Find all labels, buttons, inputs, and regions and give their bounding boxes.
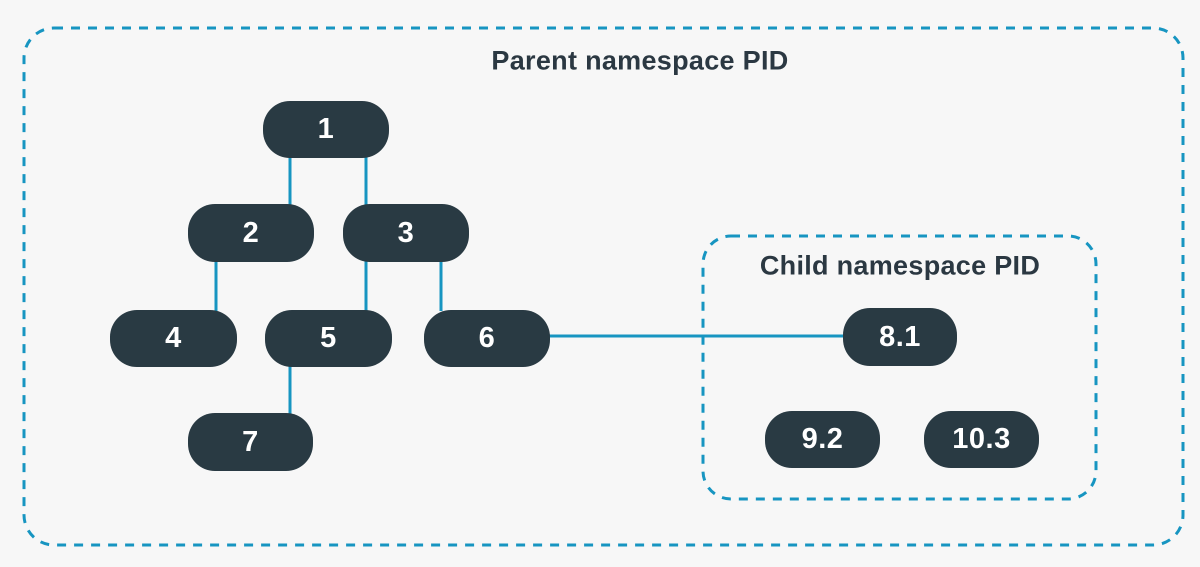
pid-node-10-3: 10.3 bbox=[924, 411, 1039, 468]
pid-node-6: 6 bbox=[424, 310, 550, 367]
pid-node-7: 7 bbox=[188, 413, 313, 471]
pid-node-8-1: 8.1 bbox=[843, 308, 957, 366]
parent-namespace-title: Parent namespace PID bbox=[491, 45, 789, 76]
child-namespace-title: Child namespace PID bbox=[759, 250, 1041, 281]
pid-node-1: 1 bbox=[263, 101, 389, 158]
pid-node-2: 2 bbox=[188, 204, 314, 262]
pid-node-3: 3 bbox=[343, 204, 469, 262]
child-namespace-box bbox=[701, 234, 1098, 501]
pid-node-4: 4 bbox=[110, 310, 237, 367]
pid-node-5: 5 bbox=[265, 310, 392, 367]
pid-node-9-2: 9.2 bbox=[765, 411, 880, 468]
parent-namespace-box bbox=[22, 26, 1185, 547]
